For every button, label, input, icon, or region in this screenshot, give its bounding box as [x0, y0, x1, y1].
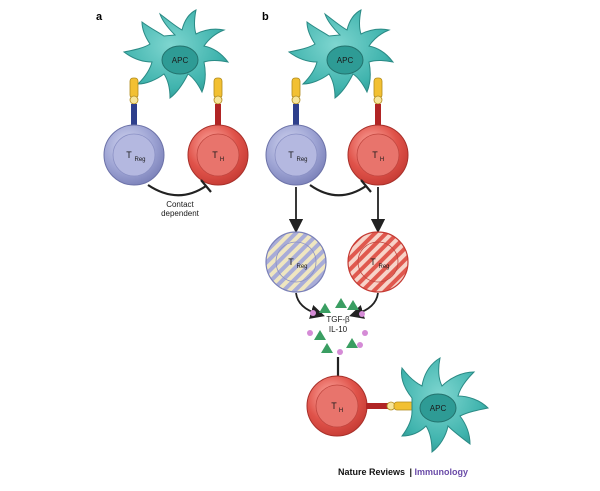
suppression-arc-a	[147, 184, 207, 197]
cytokine-dot	[307, 330, 313, 336]
apc-cell-b: APC	[287, 9, 395, 100]
cytokine-cluster: TGF-β IL-10	[307, 298, 368, 355]
treg-sub-b: Reg	[296, 157, 307, 163]
mhc-tcr-treg-a	[129, 77, 139, 126]
mhc-tcr-th-a	[213, 77, 223, 126]
inhibition-bar-a	[200, 179, 212, 193]
mhc-tcr-th-bottom	[366, 401, 415, 411]
apc-cell-bottom: APC	[400, 356, 490, 454]
cytokine-triangle	[346, 338, 358, 348]
contact-label-line1: Contact	[166, 200, 194, 209]
induced-treg-sub-right: Reg	[378, 264, 389, 270]
induced-treg-cell-left: T Reg	[265, 231, 327, 293]
th-label-b: T	[372, 150, 378, 160]
th-label-a: T	[212, 150, 218, 160]
panel-b-label: b	[262, 11, 269, 23]
footer-journal: Nature Reviews	[338, 467, 405, 477]
cytokine-triangle	[335, 298, 347, 308]
apc-label-bottom: APC	[430, 404, 447, 413]
cytokine-dot	[310, 310, 316, 316]
treg-cell-b: T Reg	[265, 124, 327, 186]
th-label-bottom: T	[331, 401, 337, 411]
apc-label-b: APC	[337, 56, 354, 65]
cytokine-triangle	[314, 330, 326, 340]
cytokine-label-tgf: TGF-β	[326, 315, 350, 324]
th-cell-a: T H	[187, 124, 249, 186]
apc-label-a: APC	[172, 56, 189, 65]
th-sub-bottom: H	[339, 408, 343, 414]
footer-separator: |	[409, 467, 414, 477]
footer-credit: Nature Reviews | Immunology	[338, 462, 468, 479]
cytokine-label-il10: IL-10	[329, 325, 348, 334]
th-sub-b: H	[380, 157, 384, 163]
th-cell-bottom: T H	[306, 375, 368, 437]
contact-label-line2: dependent	[161, 209, 200, 218]
apc-cell-a: APC	[122, 9, 230, 100]
induced-treg-label-left: T	[288, 257, 294, 267]
inhibition-bar-b	[360, 179, 372, 193]
apc-nucleus	[161, 45, 199, 75]
th-sub-a: H	[220, 157, 224, 163]
treg-sub-a: Reg	[134, 157, 145, 163]
suppression-arc-b	[309, 184, 367, 197]
arrow-to-cytokines-right	[349, 292, 379, 319]
cytokine-triangle	[321, 343, 333, 353]
cytokine-dot	[359, 311, 365, 317]
mhc-tcr-th-b	[373, 77, 383, 126]
cytokine-dot	[337, 349, 343, 355]
treg-label-b: T	[288, 150, 294, 160]
cytokine-triangle	[319, 303, 331, 313]
cytokine-dot	[357, 342, 363, 348]
induced-treg-sub-left: Reg	[296, 264, 307, 270]
cytokine-dot	[362, 330, 368, 336]
cytokine-triangle	[347, 300, 359, 310]
induced-treg-cell-right: T Reg	[347, 231, 409, 293]
treg-label-a: T	[126, 150, 132, 160]
treg-cell-a: T Reg	[103, 124, 165, 186]
mhc-tcr-treg-b	[291, 77, 301, 126]
th-cell-b: T H	[347, 124, 409, 186]
induced-treg-label-right: T	[370, 257, 376, 267]
apc-nucleus	[419, 393, 457, 423]
apc-nucleus	[326, 45, 364, 75]
panel-a-label: a	[96, 11, 103, 23]
footer-section: Immunology	[415, 467, 469, 477]
